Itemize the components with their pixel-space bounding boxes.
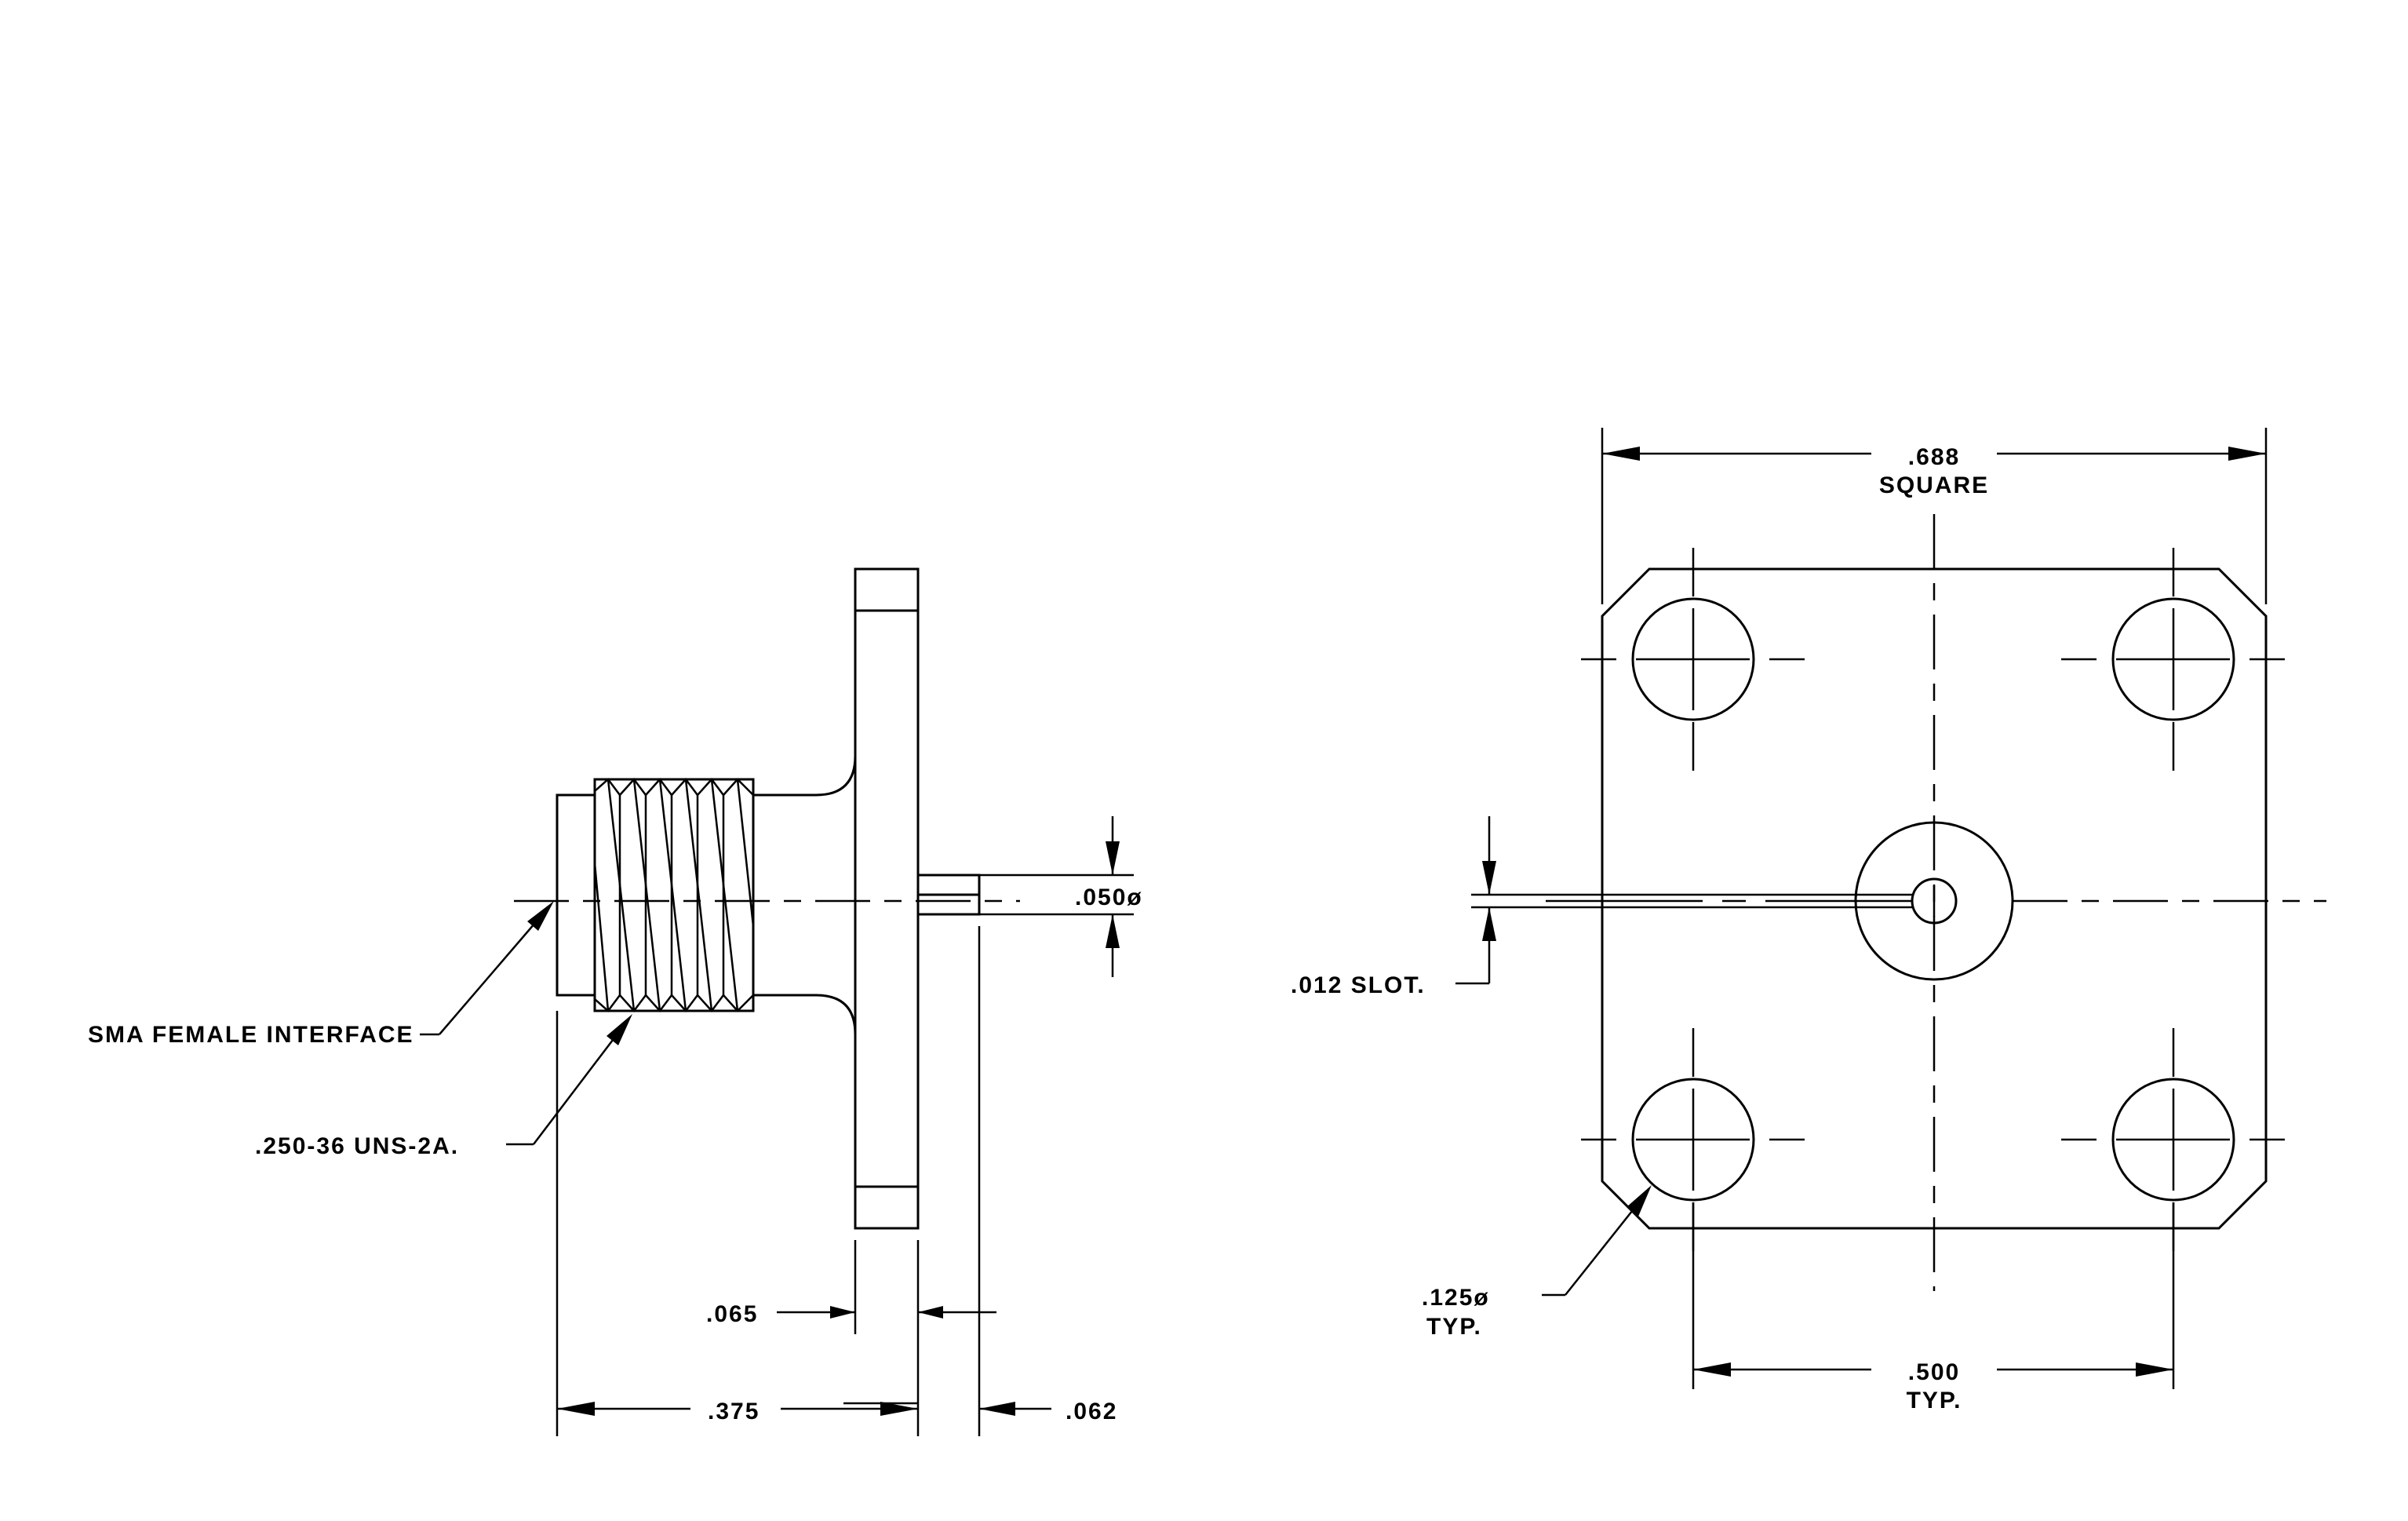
- sma-female-interface-label: SMA FEMALE INTERFACE: [88, 1022, 414, 1048]
- threaded-body: [593, 778, 755, 1012]
- side-view: .065 .375 .062 .050ø SMA FEMALE INTERFAC…: [88, 567, 1143, 1436]
- dim-050-dia-label: .050ø: [1075, 885, 1143, 910]
- mounting-hole-top-left: [1631, 597, 1755, 721]
- neck: [753, 755, 857, 1035]
- dim-062-label: .062: [1066, 1399, 1117, 1424]
- dim-500-note: TYP.: [1907, 1388, 1962, 1413]
- dim-688-label: .688: [1908, 444, 1960, 470]
- thread-crests-top: [594, 778, 754, 797]
- square-flange: [1601, 567, 2268, 1230]
- thread-crests-bottom: [594, 994, 754, 1012]
- thread-spec-label: .250-36 UNS-2A.: [255, 1133, 459, 1159]
- hole-dia-note: TYP.: [1426, 1314, 1482, 1340]
- thread-helix-lines: [593, 779, 755, 1012]
- dim-688-note: SQUARE: [1879, 472, 1989, 498]
- mounting-hole-top-right: [2111, 597, 2235, 721]
- hole-centerlines: [1581, 548, 2285, 1251]
- flange: [854, 567, 920, 1230]
- mounting-hole-bottom-left: [1631, 1078, 1755, 1202]
- dim-065-label: .065: [706, 1301, 758, 1327]
- front-view: .012 SLOT. .688 SQUARE .500 TYP. .125ø T…: [1291, 428, 2326, 1413]
- slot-label: .012 SLOT.: [1291, 972, 1426, 998]
- dim-500-label: .500: [1908, 1359, 1960, 1385]
- mounting-hole-bottom-right: [2111, 1078, 2235, 1202]
- front-collar: [556, 793, 596, 997]
- dim-375-label: .375: [708, 1399, 760, 1424]
- hole-dia-label: .125ø: [1422, 1285, 1490, 1311]
